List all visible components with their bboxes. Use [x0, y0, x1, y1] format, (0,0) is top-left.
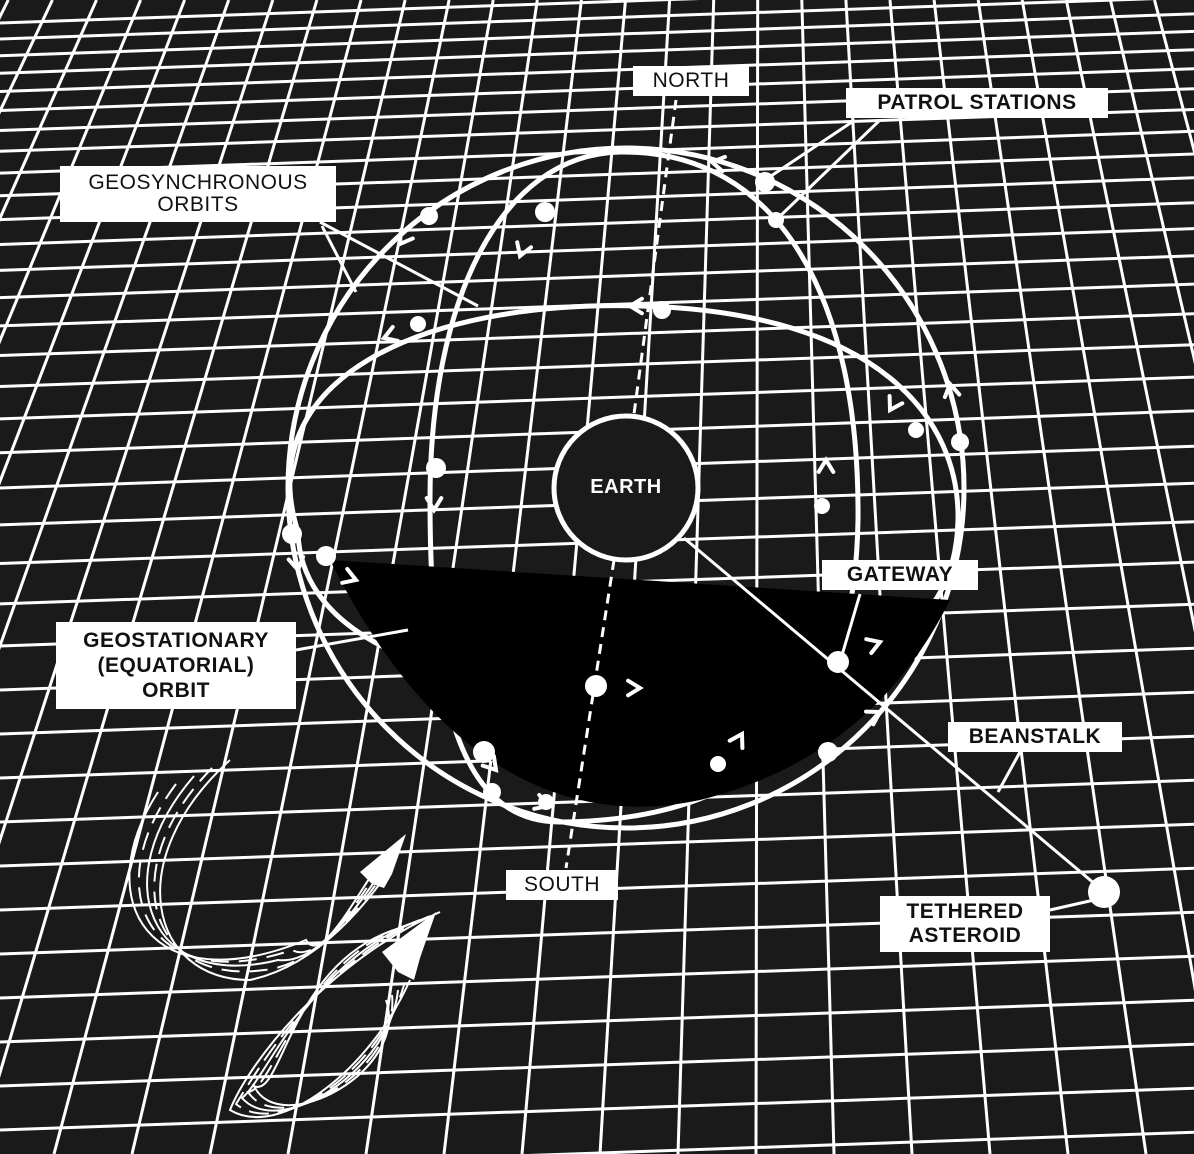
satellite-dot [827, 651, 849, 673]
satellite-dot [473, 741, 495, 763]
south-label: SOUTH [506, 870, 618, 900]
satellite-dot [535, 202, 555, 222]
grid-line-vertical [978, 0, 1146, 1154]
spacecraft-upper [360, 834, 406, 888]
beanstalk-label: BEANSTALK [948, 722, 1122, 752]
satellite-dot [951, 433, 969, 451]
grid-line-horizontal [0, 50, 1194, 92]
satellite-dot [282, 524, 302, 544]
grid-line-horizontal [0, 956, 1194, 998]
satellite-dot [426, 458, 446, 478]
tethered-asteroid [1088, 876, 1120, 908]
gateway-label: GATEWAY [822, 560, 978, 590]
patrol-leader-1 [765, 120, 855, 180]
north-label: NORTH [633, 66, 749, 96]
satellite-dot [420, 207, 438, 225]
grid-line-horizontal [0, 1044, 1194, 1086]
satellite-dot [908, 422, 924, 438]
orbit-direction-arrow [384, 327, 398, 341]
grid-line-horizontal [0, 377, 1194, 419]
grid-line-vertical [1066, 0, 1194, 1154]
grid-line-horizontal [0, 345, 1194, 387]
satellite-dot [818, 742, 838, 762]
tethered-asteroid-label: TETHERED ASTEROID [880, 896, 1050, 952]
geostat-line-3: ORBIT [66, 678, 286, 703]
satellite-dot [768, 212, 784, 228]
orbit-direction-arrow [819, 460, 834, 472]
grid-line-horizontal [0, 824, 1194, 866]
geosync-line-2: ORBITS [70, 194, 326, 216]
grid-line-horizontal [0, 1000, 1194, 1042]
satellite-dot [814, 498, 830, 514]
satellite-dot [710, 756, 726, 772]
geostationary-orbit-label: GEOSTATIONARY (EQUATORIAL) ORBIT [56, 622, 296, 709]
spacecraft-trails [129, 760, 440, 1117]
grid-line-horizontal [0, 31, 1194, 73]
grid-line-horizontal [0, 14, 1194, 56]
grid-line-vertical [1155, 0, 1194, 1154]
patrol-leader-2 [776, 120, 880, 220]
satellite-dot [755, 172, 775, 192]
earth-label: EARTH [576, 476, 676, 499]
grid-line-horizontal [0, 1132, 1194, 1154]
orbit-direction-arrow [517, 242, 531, 256]
orbit-direction-arrow [890, 396, 903, 410]
tethered-line-2: ASTEROID [890, 924, 1040, 948]
grid-line-horizontal [0, 1088, 1194, 1130]
satellite-dot [316, 546, 336, 566]
geosync-line-1: GEOSYNCHRONOUS [70, 172, 326, 194]
satellite-dot [653, 301, 671, 319]
orbit-paths [288, 100, 1102, 890]
satellite-dot [410, 316, 426, 332]
satellite-dot [585, 675, 607, 697]
satellite-dot [483, 783, 501, 801]
tethered-line-1: TETHERED [890, 900, 1040, 924]
patrol-stations-label: PATROL STATIONS [846, 88, 1108, 118]
geosynchronous-orbits-label: GEOSYNCHRONOUS ORBITS [60, 166, 336, 222]
geostat-line-1: GEOSTATIONARY [66, 628, 286, 653]
spacecraft-lower [382, 912, 436, 980]
asteroid-leader [1050, 900, 1094, 910]
geostat-line-2: (EQUATORIAL) [66, 653, 286, 678]
